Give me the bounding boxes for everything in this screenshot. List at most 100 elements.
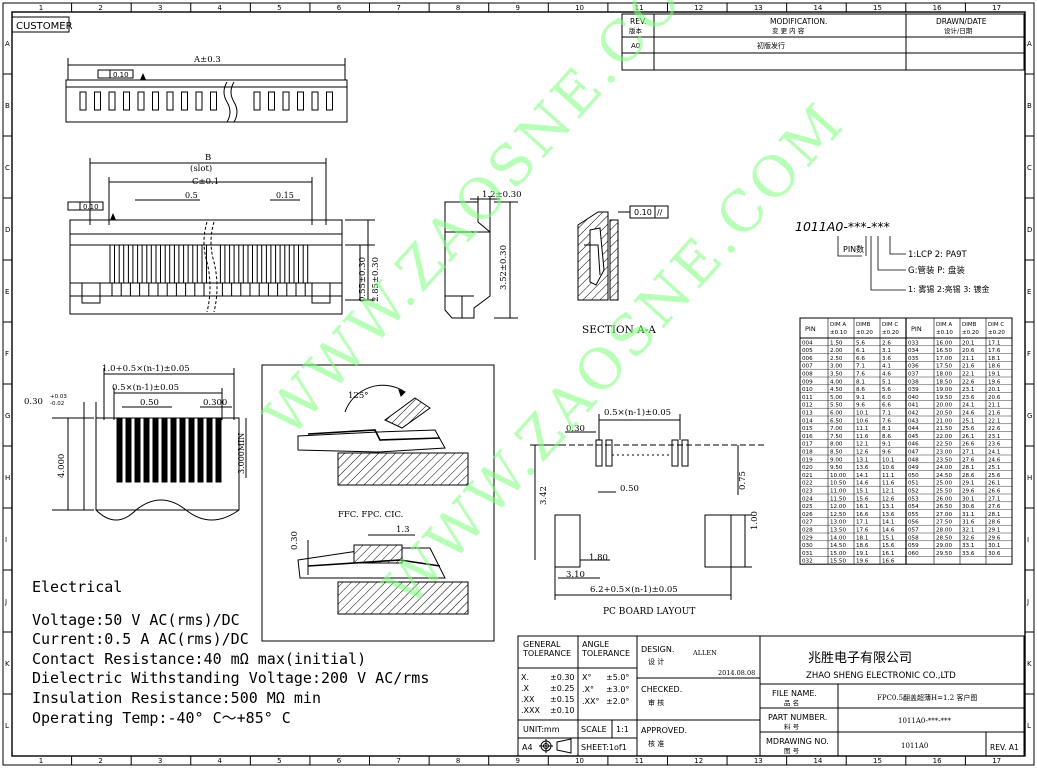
border-row-G-left: G xyxy=(5,412,10,420)
pin-table-cell: 20.1 xyxy=(988,387,1001,393)
pin-table-cell: 23.6 xyxy=(962,395,975,401)
pin-table-cell: 16.50 xyxy=(936,348,952,354)
pin-table-cell: 033 xyxy=(908,340,919,346)
border-row-D-right: D xyxy=(1027,226,1032,234)
pin-table-cell: 24.1 xyxy=(962,403,975,409)
checked-cn: 审 核 xyxy=(648,698,664,707)
pin-table-header: DIM A xyxy=(830,322,846,328)
pin-table-cell: 33.6 xyxy=(962,551,975,557)
border-labels: 1122334455667788991010111112121313141415… xyxy=(4,4,1032,765)
top-flatness: 0.10 xyxy=(113,71,129,79)
pin-table-cell: 024 xyxy=(802,496,813,502)
unit-label: UNIT:mm xyxy=(523,725,560,734)
pin-table-cell: 23.00 xyxy=(936,450,952,456)
pin-table-cell: 10.6 xyxy=(882,465,895,471)
general-tol-l1: GENERAL xyxy=(523,640,561,649)
pin-table-cell: 24.50 xyxy=(936,473,952,479)
pin-table-cell: 12.1 xyxy=(882,489,895,495)
pin-table-cell: 14.50 xyxy=(830,543,846,549)
pin-table-cell: 021 xyxy=(802,473,813,479)
fpc-dim-4000: 4.000 xyxy=(57,454,67,478)
pcb-d050: 0.50 xyxy=(620,484,639,494)
pin-table-cell: 28.6 xyxy=(988,520,1001,526)
pin-table-cell: 17.00 xyxy=(936,356,952,362)
part-number-cn: 料 号 xyxy=(784,722,800,731)
detail-angle: 125° xyxy=(348,391,368,401)
pin-table-cell: 30.1 xyxy=(962,496,975,502)
pin-table-cell: 23.50 xyxy=(936,457,952,463)
spec-insulation: Insulation Resistance:500 MΩ min xyxy=(32,688,321,707)
pin-table-cell: 22.50 xyxy=(936,442,952,448)
border-row-C-left: C xyxy=(5,164,10,172)
pin-table-cell: 050 xyxy=(908,473,919,479)
border-col-3-top: 3 xyxy=(158,4,162,12)
pin-table-cell: 035 xyxy=(908,356,919,362)
side-top-dim: 1.2±0.30 xyxy=(482,190,522,200)
pin-table-cell: 21.6 xyxy=(988,411,1001,417)
border-row-A-right: A xyxy=(1027,40,1032,48)
pin-table-header: DIM C xyxy=(882,322,898,328)
border-col-13-top: 13 xyxy=(754,4,763,12)
detail-dim13: 1.3 xyxy=(396,525,410,535)
pin-table-header: DIM C xyxy=(988,322,1004,328)
pin-table-cell: 2.50 xyxy=(830,356,843,362)
pin-table-cell: 018 xyxy=(802,450,813,456)
pin-table-cell: 29.6 xyxy=(988,535,1001,541)
part-code: 1011A0-***-*** PIN数 1:LCP 2: PA9T G:管装 P… xyxy=(795,219,990,294)
spec-temp: Operating Temp:-40° C～+85° C xyxy=(32,708,291,727)
pin-table-cell: 16.6 xyxy=(856,512,869,518)
spec-dielectric: Dielectric Withstanding Voltage:200 V AC… xyxy=(32,669,430,688)
border-col-7-top: 7 xyxy=(396,4,400,12)
general-tol-l2: TOLERANCE xyxy=(522,649,571,658)
border-col-8-top: 8 xyxy=(456,4,460,12)
pin-table-cell: 17.6 xyxy=(856,528,869,534)
pin-table-cell: 5.00 xyxy=(830,395,843,401)
rev-header: REV. xyxy=(630,17,647,26)
pin-table-cell: 27.1 xyxy=(962,450,975,456)
pin-table-cell: 8.00 xyxy=(830,442,843,448)
pin-table-cell: 18.00 xyxy=(936,372,952,378)
pin-table-cell: 9.6 xyxy=(882,450,891,456)
side-view xyxy=(444,196,518,319)
pin-table-cell: 11.1 xyxy=(856,426,869,432)
pin-table-cell: 7.1 xyxy=(882,411,891,417)
pin-table-cell: 2.6 xyxy=(882,340,891,346)
approved-label: APPROVED. xyxy=(641,726,687,735)
pin-table-cell: 26.1 xyxy=(988,481,1001,487)
pin-table-cell: 16.6 xyxy=(882,559,895,565)
fpc-dim-0300: 0.300 xyxy=(203,398,227,408)
scale-label: SCALE xyxy=(581,725,607,734)
pin-table-cell: 055 xyxy=(908,512,919,518)
pin-table-cell: 3.50 xyxy=(830,372,843,378)
pin-table-cell: 19.00 xyxy=(936,387,952,393)
pin-table-cell: 25.50 xyxy=(936,489,952,495)
pin-table-cell: 7.6 xyxy=(856,372,865,378)
pin-table-cell: 027 xyxy=(802,520,813,526)
border-col-2-bottom: 2 xyxy=(98,757,102,765)
pin-table-cell: 19.6 xyxy=(856,559,869,565)
border-row-K-right: K xyxy=(1027,660,1032,668)
border-col-10-bottom: 10 xyxy=(575,757,584,765)
pin-table-cell: 25.6 xyxy=(988,473,1001,479)
border-col-14-top: 14 xyxy=(813,4,822,12)
pin-table-cell: 15.00 xyxy=(830,551,846,557)
pcb-bottom-dim: 6.2+0.5×(n-1)±0.05 xyxy=(590,584,678,595)
border-row-F-left: F xyxy=(5,350,9,358)
pin-table-cell: 052 xyxy=(908,489,919,495)
pin-table-cell: 051 xyxy=(908,481,919,487)
pin-table-cell: 28.1 xyxy=(962,465,975,471)
pin-table-cell: 011 xyxy=(802,395,813,401)
scale-value: 1:1 xyxy=(616,725,629,734)
pin-table-cell: 13.1 xyxy=(856,457,869,463)
tol-row-key: X. xyxy=(521,673,529,682)
border-col-11-top: 11 xyxy=(635,4,644,12)
pin-table-cell: 15.1 xyxy=(882,535,895,541)
pin-table-cell: 21.1 xyxy=(962,356,975,362)
section-tol-sym: // xyxy=(657,208,663,217)
pin-table-cell: 21.1 xyxy=(988,403,1001,409)
border-col-3-bottom: 3 xyxy=(158,757,162,765)
pin-table-cell: 13.00 xyxy=(830,520,846,526)
watermark-2: WWW.ZAOSNE.COM xyxy=(372,90,858,620)
pin-table-cell: 6.0 xyxy=(882,395,891,401)
detail-box xyxy=(261,364,495,642)
